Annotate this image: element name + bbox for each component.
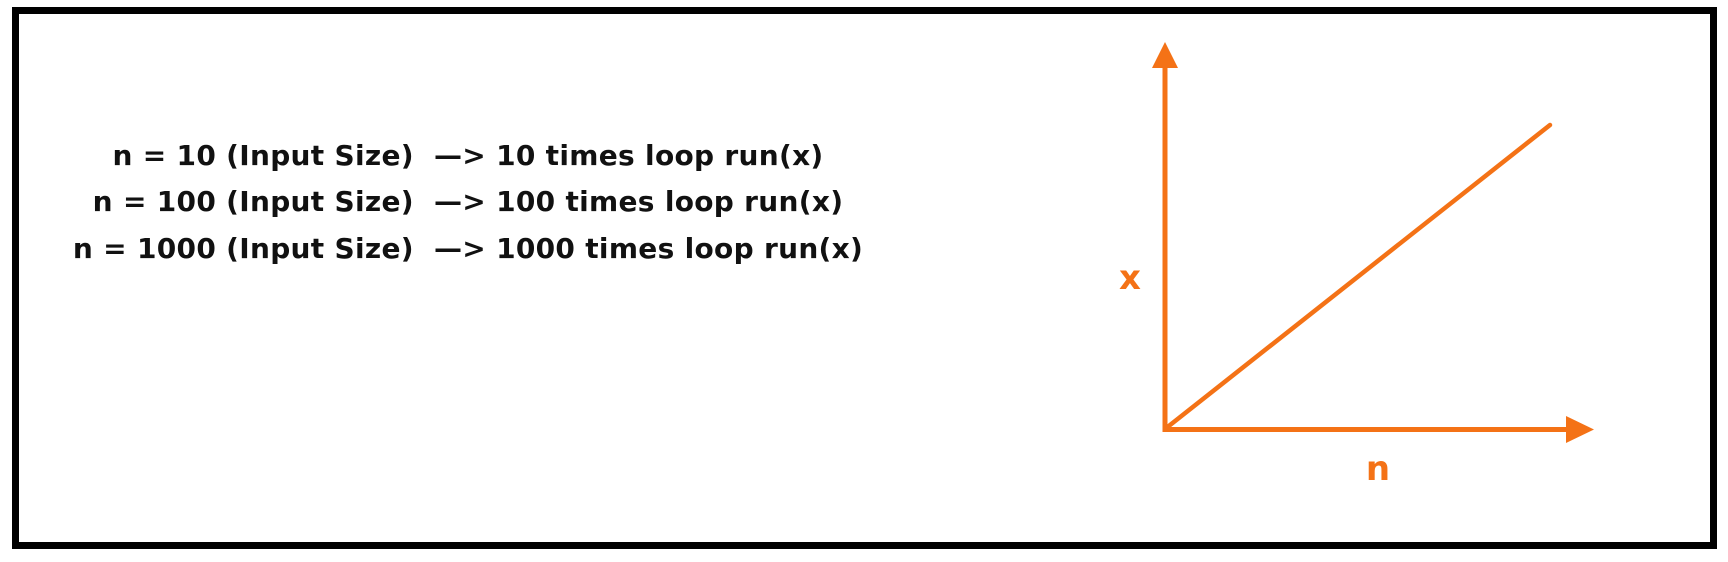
x-axis-label: n (1366, 449, 1390, 489)
loop-description: n = 10 (Input Size) —> 10 times loop run… (72, 139, 864, 265)
description-line-1: n = 10 (Input Size) —> 10 times loop run… (112, 139, 824, 172)
x-axis-arrowhead-icon (1566, 416, 1594, 443)
growth-line (1162, 122, 1553, 432)
description-line-2: n = 100 (Input Size) —> 100 times loop r… (92, 185, 844, 218)
y-axis-arrowhead-icon (1152, 42, 1178, 68)
diagram-frame (12, 7, 1717, 549)
description-line-3: n = 1000 (Input Size) —> 1000 times loop… (72, 232, 864, 265)
y-axis-label: x (1119, 258, 1141, 298)
